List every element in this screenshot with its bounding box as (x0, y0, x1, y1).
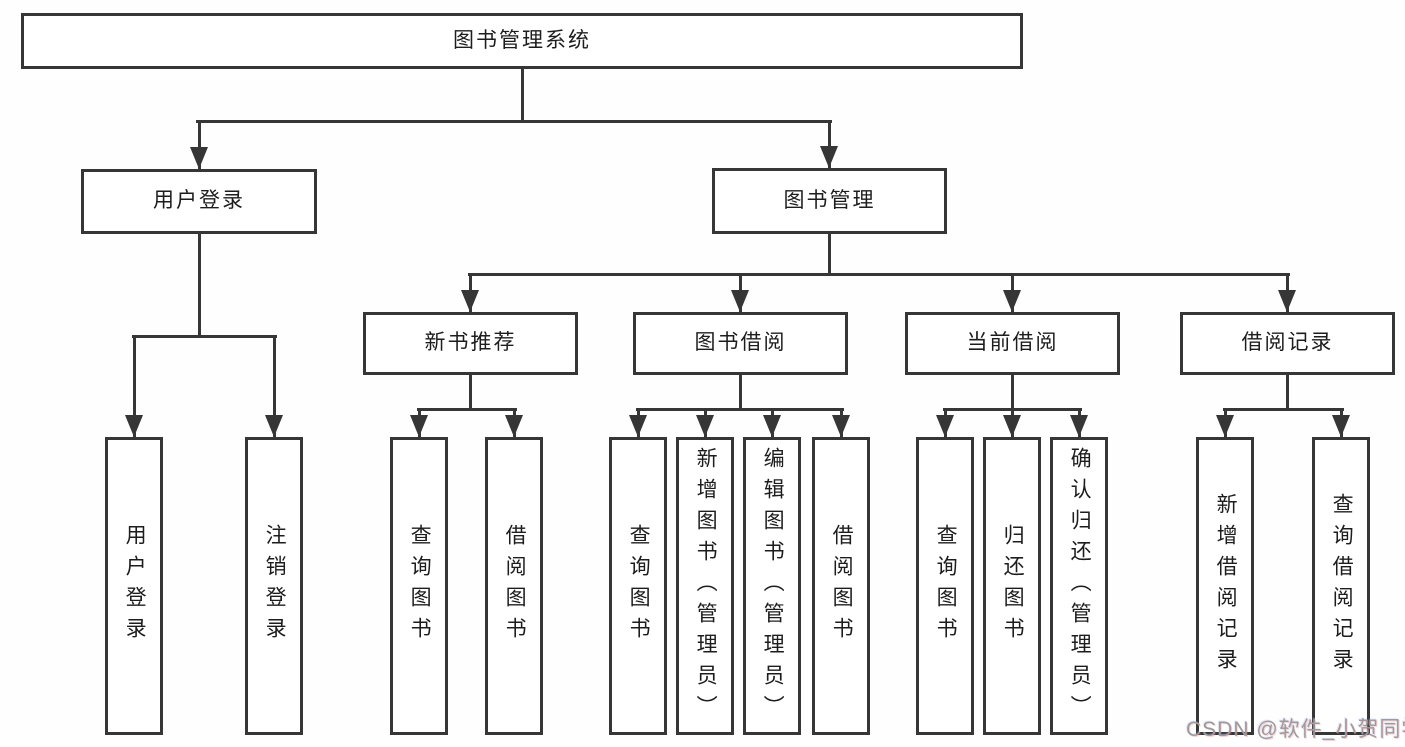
arrowhead-down-icon (265, 415, 283, 437)
arrowhead-down-icon (936, 415, 954, 437)
leaf-borrow-books: 借阅图书 (485, 437, 543, 735)
arrowhead-down-icon (832, 415, 850, 437)
connector-line-horizontal (417, 408, 517, 411)
connector-line-horizontal (636, 408, 844, 411)
csdn-watermark: CSDN @软件_小贺同学 (1186, 718, 1405, 741)
arrowhead-down-icon (190, 147, 208, 169)
connector-line-vertical (739, 375, 742, 410)
node-new-book-recommendation: 新书推荐 (363, 312, 578, 375)
leaf-query-books: 查询图书 (609, 437, 667, 735)
connector-line-vertical (1011, 375, 1014, 410)
node-book-borrowing: 图书借阅 (633, 312, 848, 375)
node-borrowing-records: 借阅记录 (1180, 312, 1395, 375)
connector-line-vertical (521, 69, 524, 122)
arrowhead-down-icon (629, 415, 647, 437)
leaf-borrow-books: 借阅图书 (812, 437, 870, 735)
connector-line-horizontal (468, 273, 1290, 276)
arrowhead-down-icon (125, 415, 143, 437)
node-library-management-system: 图书管理系统 (21, 13, 1023, 69)
leaf-logout: 注销登录 (245, 437, 303, 735)
arrowhead-down-icon (1332, 415, 1350, 437)
arrowhead-down-icon (1003, 415, 1021, 437)
arrowhead-down-icon (1216, 415, 1234, 437)
connector-line-vertical (133, 335, 136, 437)
node-user-login: 用户登录 (81, 169, 317, 234)
leaf-add-books-admin: 新增图书（管理员） (676, 437, 734, 735)
leaf-query-books: 查询图书 (390, 437, 448, 735)
arrowhead-down-icon (505, 415, 523, 437)
connector-line-horizontal (132, 335, 277, 338)
leaf-user-login: 用户登录 (105, 437, 163, 735)
arrowhead-down-icon (461, 290, 479, 312)
connector-line-horizontal (1223, 408, 1344, 411)
arrowhead-down-icon (1278, 290, 1296, 312)
arrowhead-down-icon (410, 415, 428, 437)
arrowhead-down-icon (696, 415, 714, 437)
arrowhead-down-icon (1003, 290, 1021, 312)
connector-line-vertical (469, 375, 472, 410)
leaf-query-books: 查询图书 (916, 437, 974, 735)
leaf-edit-books-admin: 编辑图书（管理员） (743, 437, 801, 735)
connector-line-vertical (198, 234, 201, 337)
leaf-query-borrow-record: 查询借阅记录 (1312, 437, 1370, 735)
leaf-confirm-return-admin: 确认归还（管理员） (1050, 437, 1108, 735)
connector-line-vertical (828, 120, 831, 168)
node-book-management: 图书管理 (712, 168, 947, 234)
connector-line-horizontal (196, 120, 832, 123)
connector-line-vertical (198, 120, 201, 169)
leaf-return-books: 归还图书 (983, 437, 1041, 735)
connector-line-vertical (273, 335, 276, 437)
connector-line-vertical (1286, 375, 1289, 410)
arrowhead-down-icon (731, 290, 749, 312)
arrowhead-down-icon (1070, 415, 1088, 437)
node-current-borrowing: 当前借阅 (905, 312, 1120, 375)
leaf-add-borrow-record: 新增借阅记录 (1196, 437, 1254, 735)
connector-line-vertical (828, 234, 831, 275)
arrowhead-down-icon (763, 415, 781, 437)
arrowhead-down-icon (820, 146, 838, 168)
connector-line-horizontal (943, 408, 1082, 411)
